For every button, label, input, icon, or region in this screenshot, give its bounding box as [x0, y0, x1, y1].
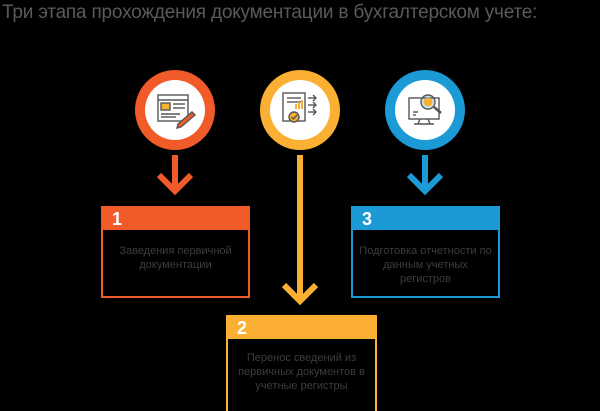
step-2-connector — [281, 155, 319, 306]
monitor-magnifier-icon — [408, 94, 442, 125]
step-3-card: 3 Подготовка отчетности по данным учетны… — [351, 206, 500, 298]
step-1-number: 1 — [103, 208, 248, 230]
step-3-number: 3 — [353, 208, 498, 230]
step-2-number: 2 — [228, 317, 375, 339]
step-2-description: Перенос сведений из первичных документов… — [238, 352, 365, 392]
step-1-connector — [156, 155, 194, 196]
step-1-description: Заведения первичной документации — [119, 245, 232, 271]
step-2-card: 2 Перенос сведений из первичных документ… — [226, 315, 377, 411]
step-1-card: 1 Заведения первичной документации — [101, 206, 250, 298]
diagram-title: Три этапа прохождения документации в бух… — [2, 2, 538, 23]
step-3-connector — [406, 155, 444, 196]
certificate-transfer-icon — [282, 92, 317, 123]
step-3-description: Подготовка отчетности по данным учетных … — [359, 245, 492, 285]
document-edit-icon — [157, 94, 197, 129]
